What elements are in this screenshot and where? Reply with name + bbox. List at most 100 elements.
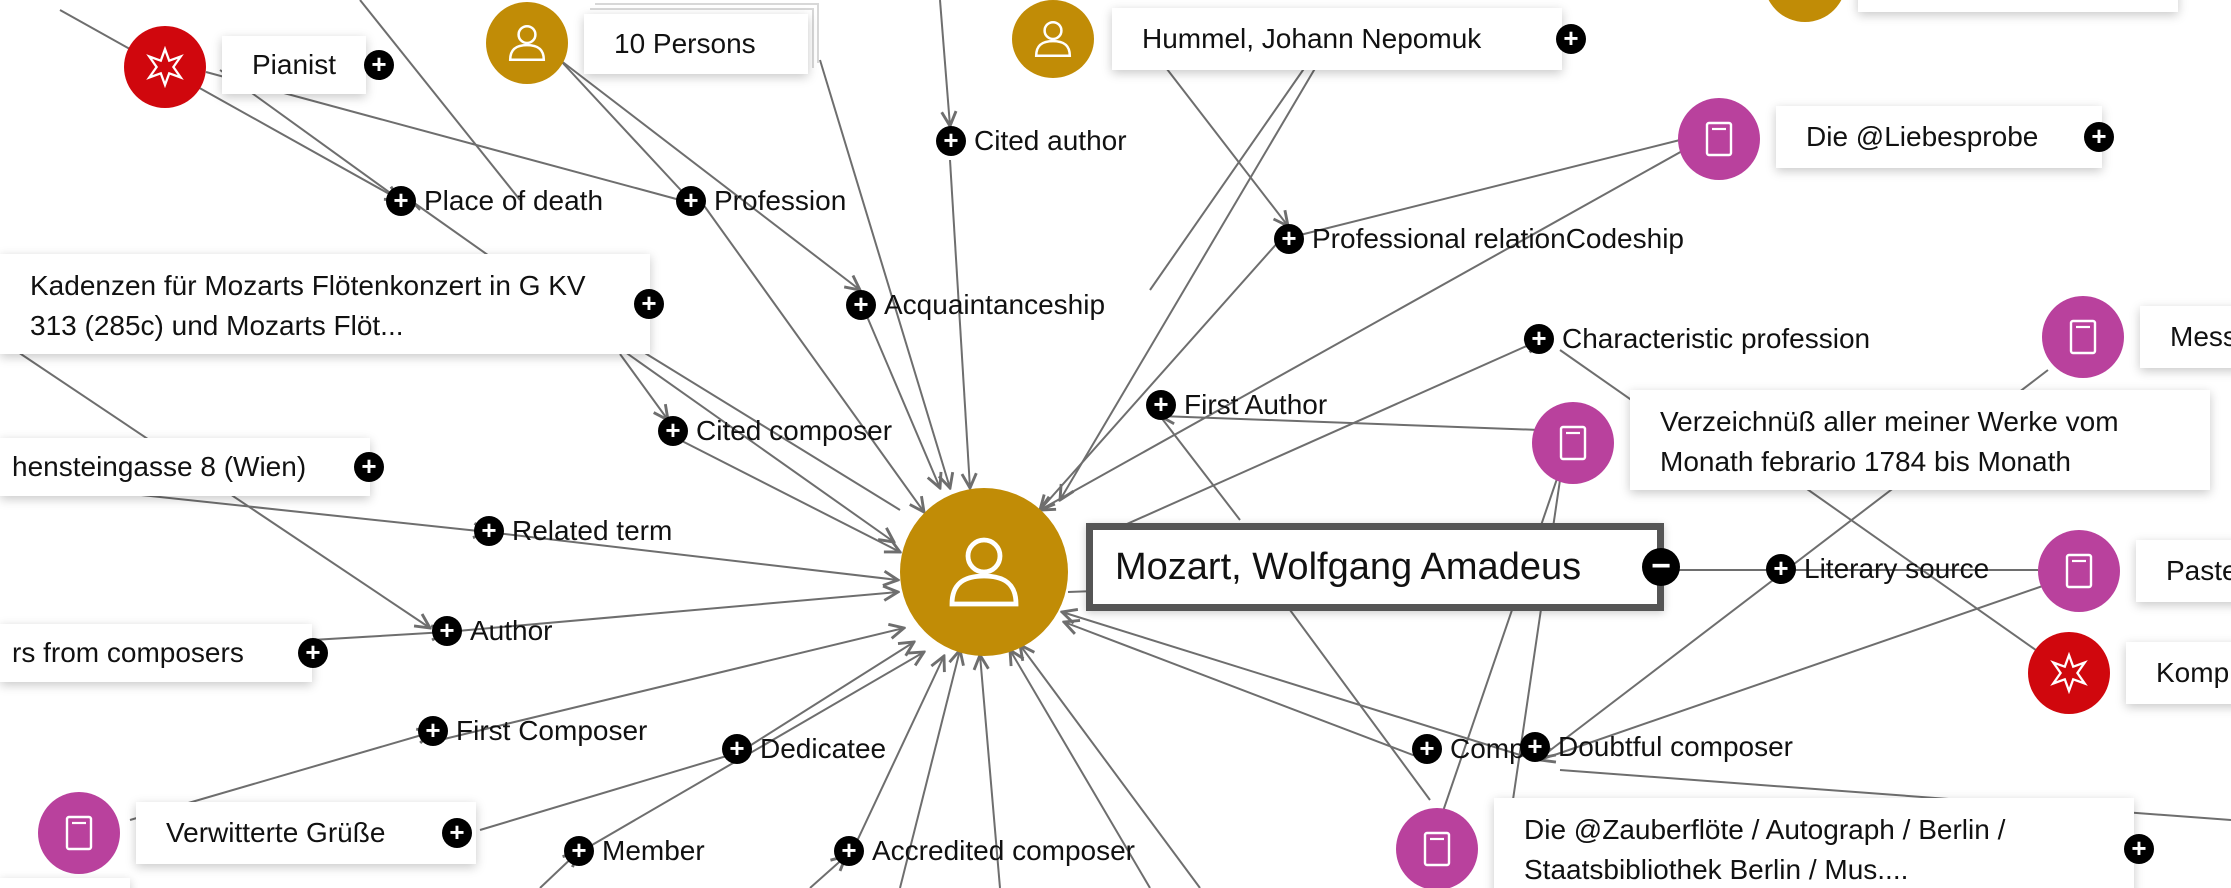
expand-button[interactable]: + (2124, 834, 2154, 864)
graph-edge (479, 751, 741, 831)
expand-button[interactable]: + (364, 50, 394, 80)
expand-button[interactable]: + (1412, 734, 1442, 764)
entity-label: Hummel, Johann Nepomuk (1142, 23, 1482, 54)
relation-cited-composer[interactable]: + Cited composer (658, 415, 893, 446)
expand-button[interactable]: + (834, 836, 864, 866)
expand-button[interactable]: + (1274, 224, 1304, 254)
entity-label: Paste (2166, 555, 2231, 586)
expand-button[interactable]: + (386, 186, 416, 216)
entity-card-verzeichnis[interactable]: Verzeichnüß aller meiner Werke vom Monat… (1630, 390, 2210, 490)
expand-button[interactable]: + (564, 836, 594, 866)
person-icon (949, 537, 1019, 607)
relation-first-author[interactable]: +First Author (1146, 389, 1327, 420)
relation-acquaintanceship[interactable]: +Acquaintanceship (846, 289, 1105, 320)
book-icon (1705, 121, 1733, 157)
graph-edge (939, 0, 950, 126)
relation-author[interactable]: + Author (432, 615, 553, 646)
entity-card-pianist[interactable]: Pianist (222, 36, 367, 94)
entity-label: hensteingasse 8 (Wien) (12, 451, 307, 482)
entity-card-address[interactable]: hensteingasse 8 (Wien) (0, 438, 370, 496)
relation-related-term[interactable]: +Related term (474, 515, 672, 546)
expand-button[interactable]: + (1524, 324, 1554, 354)
entity-card-liebesprobe[interactable]: Die @Liebesprobe (1776, 106, 2102, 168)
entity-card-mess[interactable]: Mess (2140, 306, 2231, 368)
focus-label-card[interactable]: Mozart, Wolfgang Amadeus (1086, 523, 1664, 611)
entity-card-kadenzen[interactable]: Kadenzen für Mozarts Flötenkonzert in G … (0, 254, 650, 354)
expand-button[interactable]: + (474, 516, 504, 546)
relation-cited-author[interactable]: +Cited author (936, 125, 1127, 156)
expand-button[interactable]: + (936, 126, 966, 156)
person-group-node[interactable] (486, 2, 568, 84)
book-node-mess[interactable] (2042, 296, 2124, 378)
book-node-verzeichnis[interactable] (1532, 402, 1614, 484)
graph-edge (1060, 59, 1321, 500)
entity-card-hummel[interactable]: Hummel, Johann Nepomuk (1112, 8, 1562, 70)
relation-label: First Composer (456, 715, 648, 746)
expand-button[interactable]: + (1766, 554, 1796, 584)
entity-card-offscreen[interactable] (1858, 0, 2178, 12)
plus-icon: + (665, 415, 681, 445)
plus-icon: + (371, 49, 387, 79)
graph-edge (1040, 239, 1281, 510)
book-node-verwitterte[interactable] (38, 792, 120, 874)
expand-button[interactable]: + (658, 416, 688, 446)
entity-card-paste[interactable]: Paste (2136, 540, 2231, 602)
entity-card-ten-persons[interactable]: 10 Persons (584, 14, 808, 74)
relation-member[interactable]: +Member (564, 835, 705, 866)
expand-button[interactable]: + (442, 818, 472, 848)
plus-icon: + (943, 125, 959, 155)
plus-icon: + (683, 185, 699, 215)
graph-edge (1099, 340, 1540, 537)
relation-professional-relationship[interactable]: +Professional relationCodeship (1274, 223, 1684, 254)
relation-label: Profession (714, 185, 847, 216)
book-icon (1423, 831, 1451, 867)
subject-node-pianist[interactable] (124, 26, 206, 108)
relation-literary-source[interactable]: +Literary source (1766, 553, 1989, 584)
collapse-button[interactable]: − (1642, 548, 1680, 586)
entity-card-komp[interactable]: Komp (2126, 642, 2231, 704)
expand-button[interactable]: + (1146, 390, 1176, 420)
relation-label: Cited composer (696, 415, 893, 446)
book-node-liebesprobe[interactable] (1678, 98, 1760, 180)
expand-button[interactable]: + (722, 734, 752, 764)
book-node-zauberfloete[interactable] (1396, 808, 1478, 888)
entity-card-zauberfloete[interactable]: Die @Zauberflöte / Autograph / Berlin / … (1494, 798, 2134, 888)
expand-button[interactable]: + (634, 289, 664, 319)
focus-person-node[interactable] (900, 488, 1068, 656)
expand-button[interactable]: + (298, 638, 328, 668)
graph-edge (849, 656, 944, 857)
graph-edge (819, 59, 950, 488)
entity-card-letters[interactable]: rs from composers (0, 624, 312, 682)
expand-button[interactable]: + (676, 186, 706, 216)
relation-doubtful-composer[interactable]: +Doubtful composer (1520, 731, 1793, 762)
expand-button[interactable]: + (2084, 122, 2114, 152)
person-node-offscreen[interactable] (1764, 0, 1846, 22)
graph-edge (579, 652, 924, 853)
graph-edge (699, 199, 924, 512)
expand-button[interactable]: + (418, 716, 448, 746)
expand-button[interactable]: + (354, 452, 384, 482)
subject-icon (146, 46, 184, 88)
relation-label: Author (470, 615, 553, 646)
plus-icon: + (729, 733, 745, 763)
entity-card-partial[interactable] (0, 878, 130, 888)
expand-button[interactable]: + (846, 290, 876, 320)
person-node-hummel[interactable] (1012, 0, 1094, 78)
plus-icon: + (449, 817, 465, 847)
entity-card-verwitterte[interactable]: Verwitterte Grüße (136, 802, 476, 864)
relation-first-composer[interactable]: + First Composer (418, 715, 648, 746)
relation-characteristic-profession[interactable]: + Characteristic profession (1524, 323, 1871, 354)
expand-button[interactable]: + (432, 616, 462, 646)
relation-label: Characteristic profession (1562, 323, 1871, 354)
relation-dedicatee[interactable]: +Dedicatee (722, 733, 886, 764)
relation-profession[interactable]: + Profession (676, 185, 847, 216)
relation-place-of-death[interactable]: +Place of death (386, 185, 603, 216)
subject-node-komp[interactable] (2028, 632, 2110, 714)
expand-button[interactable]: + (1520, 732, 1550, 762)
relation-accredited-composer[interactable]: +Accredited composer (834, 835, 1135, 866)
expand-button[interactable]: + (1556, 24, 1586, 54)
book-node-paste[interactable] (2038, 530, 2120, 612)
entity-label: Die @Liebesprobe (1806, 121, 2039, 152)
graph-edge (949, 159, 970, 488)
